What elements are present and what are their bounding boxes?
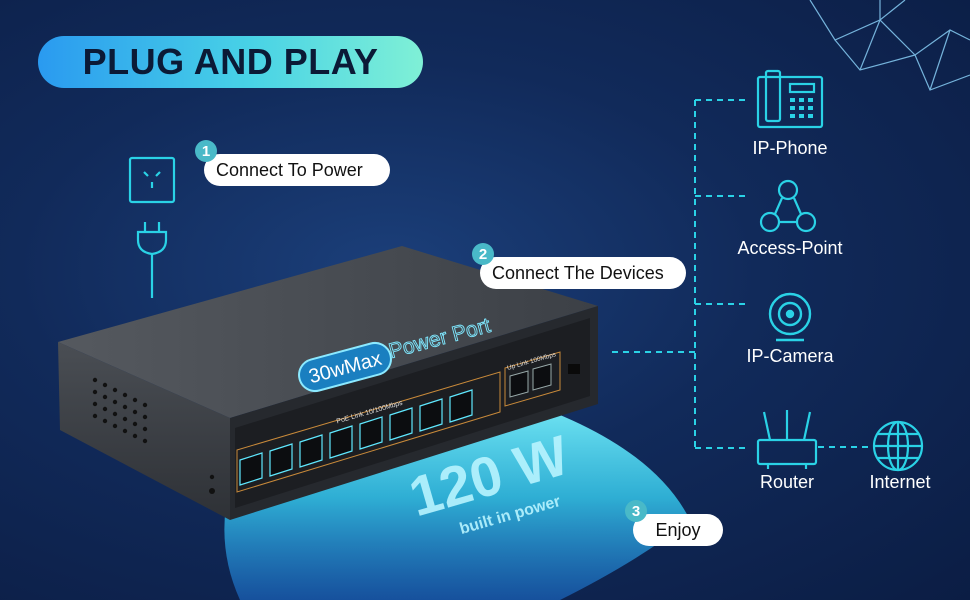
page-title: PLUG AND PLAY xyxy=(82,41,379,82)
device-label-access-point: Access-Point xyxy=(737,238,843,258)
mesh-decoration xyxy=(809,0,970,91)
device-label-internet: Internet xyxy=(869,472,931,492)
step-1-badge: 1 xyxy=(195,140,217,162)
device-label-router: Router xyxy=(759,472,815,492)
router-icon xyxy=(756,410,818,469)
poe-switch xyxy=(58,246,598,520)
step-1-text: Connect To Power xyxy=(216,159,363,180)
network-lines xyxy=(612,99,868,449)
phone-icon xyxy=(756,69,824,129)
step-2-text: Connect The Devices xyxy=(492,262,664,283)
title-banner: PLUG AND PLAY xyxy=(38,36,423,88)
camera-icon xyxy=(768,292,812,342)
step-2-badge: 2 xyxy=(472,243,494,265)
device-label-ip-camera: IP-Camera xyxy=(746,346,834,366)
globe-icon xyxy=(872,420,924,472)
power-beam xyxy=(224,395,690,600)
step-1-label: Connect To Power xyxy=(204,154,390,186)
power-outlet-icon xyxy=(128,156,176,204)
plug-icon xyxy=(136,222,168,298)
device-label-ip-phone: IP-Phone xyxy=(752,138,828,158)
step-2-label: Connect The Devices xyxy=(480,257,686,289)
access-point-icon xyxy=(759,179,817,233)
step-3-text: Enjoy xyxy=(655,519,701,540)
step-3-badge: 3 xyxy=(625,500,647,522)
step-3-label: Enjoy xyxy=(633,514,723,546)
